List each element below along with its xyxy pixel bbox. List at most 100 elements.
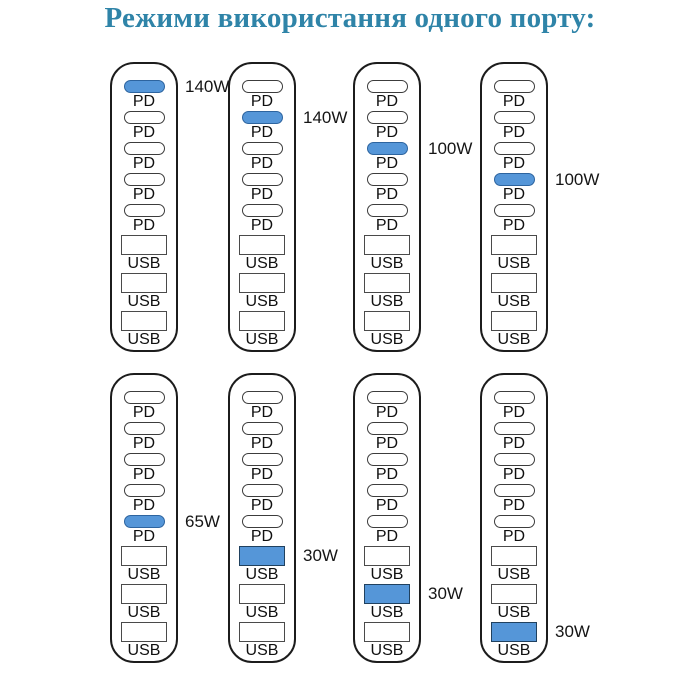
- port-group: PD: [123, 204, 165, 235]
- port-type-label: USB: [497, 255, 531, 272]
- port-group: USB: [121, 311, 167, 349]
- wattage-label: 30W: [303, 546, 338, 565]
- wattage-label: 30W: [428, 584, 463, 603]
- port-group: USB: [491, 235, 537, 273]
- port-group: PD: [123, 484, 165, 515]
- port-group: PD: [493, 484, 535, 515]
- usb-port-2: [364, 584, 410, 604]
- port-group: USB: [239, 622, 285, 660]
- usb-port-2: [491, 273, 537, 293]
- port-type-label: USB: [497, 293, 531, 310]
- wattage-label: 140W: [185, 76, 230, 96]
- port-type-label: PD: [250, 497, 274, 514]
- port-group: PD: [241, 80, 283, 111]
- pd-port-4: [123, 484, 165, 497]
- pd-port-1: [493, 391, 535, 404]
- usb-port-1: [364, 235, 410, 255]
- port-group: PD: [123, 515, 165, 546]
- pd-port-1: [123, 80, 165, 93]
- port-type-label: PD: [375, 186, 399, 203]
- port-type-label: USB: [497, 642, 531, 659]
- port-group: PD: [366, 422, 408, 453]
- port-group: PD: [366, 80, 408, 111]
- port-type-label: USB: [497, 566, 531, 583]
- port-type-label: PD: [250, 93, 274, 110]
- port-type-label: PD: [502, 93, 526, 110]
- port-type-label: PD: [250, 124, 274, 141]
- port-type-label: PD: [502, 528, 526, 545]
- port-group: PD: [241, 422, 283, 453]
- pd-port-2: [493, 422, 535, 435]
- port-type-label: USB: [370, 293, 404, 310]
- pd-port-5: [241, 515, 283, 528]
- port-group: PD: [366, 204, 408, 235]
- port-group: USB: [491, 584, 537, 622]
- port-type-label: USB: [370, 642, 404, 659]
- pd-port-3: [493, 453, 535, 466]
- pd-port-2: [123, 422, 165, 435]
- usb-port-2: [364, 273, 410, 293]
- port-type-label: USB: [127, 331, 161, 348]
- port-group: USB: [364, 235, 410, 273]
- usb-port-1: [364, 546, 410, 566]
- port-group: PD: [366, 515, 408, 546]
- pd-port-5: [241, 204, 283, 217]
- pd-port-4: [493, 173, 535, 186]
- port-group: USB: [239, 235, 285, 273]
- port-type-label: USB: [245, 293, 279, 310]
- pd-port-2: [493, 111, 535, 124]
- usb-port-2: [491, 584, 537, 604]
- port-group: PD: [123, 422, 165, 453]
- port-type-label: PD: [502, 217, 526, 234]
- port-group: USB: [491, 311, 537, 349]
- usb-port-3: [364, 311, 410, 331]
- port-group: USB: [121, 584, 167, 622]
- pd-port-4: [366, 173, 408, 186]
- pd-port-1: [241, 80, 283, 93]
- pd-port-4: [366, 484, 408, 497]
- port-group: USB: [121, 622, 167, 660]
- port-type-label: PD: [250, 528, 274, 545]
- pd-port-4: [123, 173, 165, 186]
- port-type-label: USB: [245, 566, 279, 583]
- port-group: USB: [364, 622, 410, 660]
- port-group: PD: [123, 142, 165, 173]
- port-type-label: PD: [250, 217, 274, 234]
- pd-port-2: [366, 111, 408, 124]
- pd-port-2: [123, 111, 165, 124]
- port-type-label: PD: [375, 466, 399, 483]
- port-type-label: USB: [127, 293, 161, 310]
- port-group: PD: [366, 484, 408, 515]
- port-type-label: PD: [375, 404, 399, 421]
- port-group: USB: [364, 584, 410, 622]
- port-type-label: PD: [132, 124, 156, 141]
- usb-port-1: [239, 546, 285, 566]
- port-type-label: PD: [375, 528, 399, 545]
- wattage-label: 100W: [428, 138, 473, 158]
- page-title: Режими використання одного порту:: [104, 2, 596, 34]
- wattage-label: 65W: [185, 511, 220, 531]
- port-type-label: PD: [250, 435, 274, 452]
- port-group: PD: [493, 142, 535, 173]
- port-group: PD: [123, 173, 165, 204]
- port-type-label: PD: [250, 155, 274, 172]
- port-type-label: PD: [250, 466, 274, 483]
- port-group: PD: [493, 391, 535, 422]
- pd-port-5: [123, 515, 165, 528]
- pd-port-3: [123, 142, 165, 155]
- port-group: PD: [366, 391, 408, 422]
- pd-port-2: [241, 111, 283, 124]
- port-group: PD: [241, 173, 283, 204]
- port-group: PD: [493, 80, 535, 111]
- usb-port-3: [491, 311, 537, 331]
- port-type-label: USB: [497, 331, 531, 348]
- pd-port-4: [241, 484, 283, 497]
